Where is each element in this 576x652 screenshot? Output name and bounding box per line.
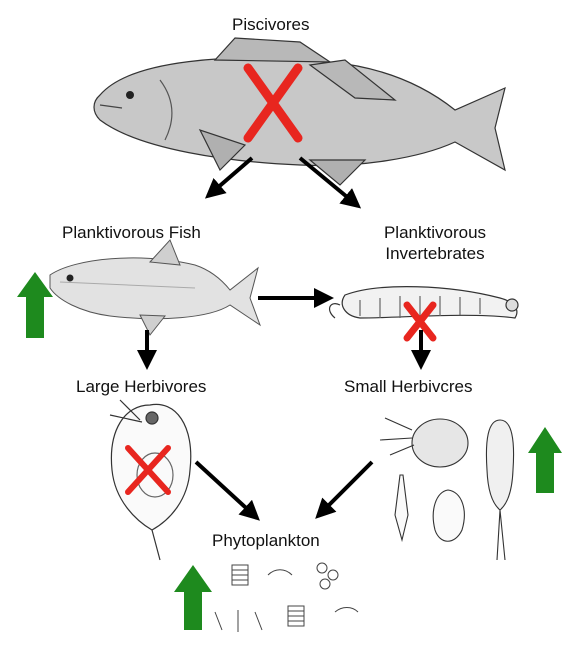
node-label-planktivorous-invertebrates-line1: Planktivorous — [370, 222, 500, 243]
up-arrow-icon — [174, 565, 212, 630]
arrow-small-herbivores-to-phytoplankton — [318, 462, 372, 516]
arrow-large-herbivores-to-phytoplankton — [196, 462, 257, 518]
node-label-planktivorous-invertebrates-line2: Invertebrates — [370, 243, 500, 264]
up-arrow-icon — [17, 272, 53, 338]
node-label-phytoplankton: Phytoplankton — [212, 530, 320, 551]
arrow-piscivores-to-planktivorous-fish — [208, 158, 252, 196]
node-label-piscivores: Piscivores — [232, 14, 309, 35]
node-label-planktivorous-invertebrates: Planktivorous Invertebrates — [370, 222, 500, 264]
node-label-large-herbivores: Large Herbivores — [76, 376, 206, 397]
node-label-small-herbivores: Small Herbivcres — [344, 376, 472, 397]
piscivore-fish-illustration — [94, 38, 505, 185]
large-herbivore-daphnia-illustration — [110, 400, 191, 560]
small-herbivores-illustration — [380, 418, 514, 560]
planktivorous-fish-illustration — [50, 240, 260, 335]
up-arrow-icon — [528, 427, 562, 493]
node-label-planktivorous-fish: Planktivorous Fish — [62, 222, 201, 243]
phytoplankton-illustration — [215, 563, 358, 632]
